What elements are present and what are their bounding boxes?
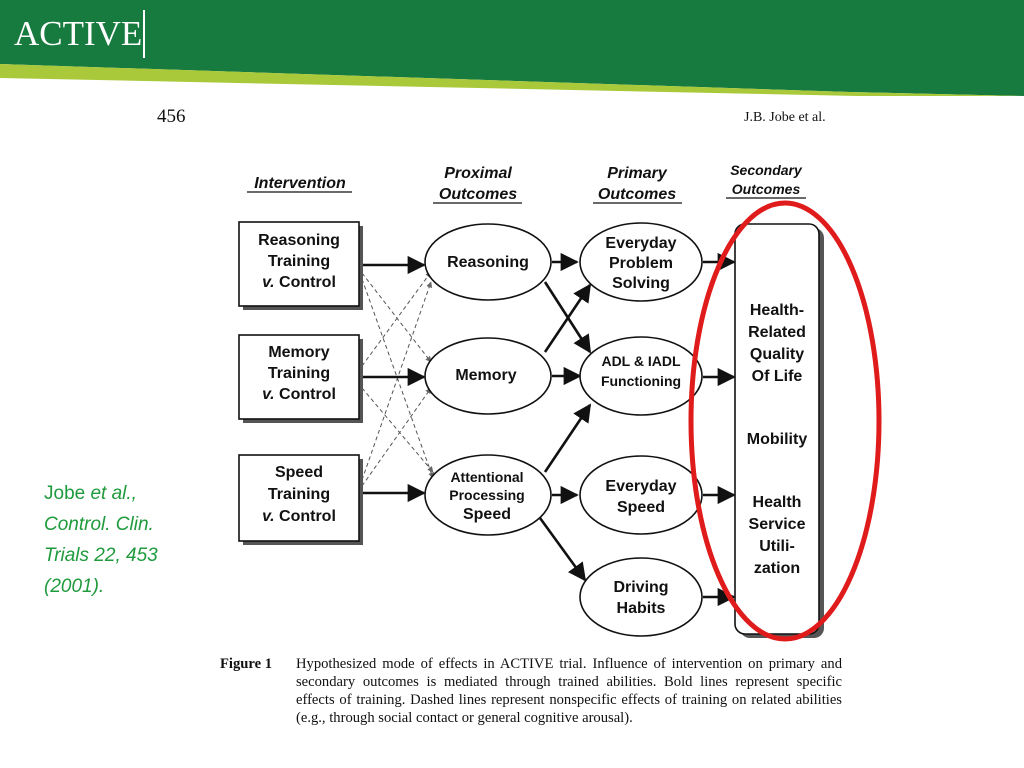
secondary-qol-line2: Related — [748, 324, 806, 341]
intervention-speed-line2: Training — [268, 486, 330, 503]
primary-adl-line2: Functioning — [601, 373, 681, 389]
citation-author: Jobe — [44, 483, 91, 504]
dashed-arrow-memory-to-speed — [361, 387, 434, 473]
secondary-outcomes-box: Health- Related Quality Of Life Mobility… — [734, 223, 824, 638]
secondary-qol-line4: Of Life — [752, 368, 803, 385]
proximal-speed-line2: Processing — [449, 487, 524, 503]
primary-problem-solving-line2: Problem — [609, 255, 673, 272]
secondary-qol-line1: Health- — [750, 302, 804, 319]
citation-line-1: Jobe et al., — [44, 478, 214, 509]
intervention-memory-line1: Memory — [268, 344, 329, 361]
proximal-speed-line1: Attentional — [450, 469, 523, 485]
red-highlight-ellipse — [688, 200, 882, 642]
dashed-arrow-speed-to-reasoning — [361, 281, 433, 481]
proximal-reasoning-node: Reasoning — [424, 223, 552, 301]
primary-adl-node: ADL & IADL Functioning — [579, 336, 703, 416]
primary-problem-solving-line1: Everyday — [605, 235, 676, 252]
secondary-mobility: Mobility — [747, 431, 808, 448]
header-proximal-2: Outcomes — [439, 186, 517, 203]
intervention-memory-line3: v. Control — [262, 386, 336, 403]
slide-header: ACTIVE — [0, 0, 1024, 116]
primary-problem-solving-line3: Solving — [612, 275, 670, 292]
primary-problem-solving-node: Everyday Problem Solving — [579, 222, 703, 302]
logo-divider — [143, 10, 145, 58]
header-band — [0, 0, 1024, 116]
figure-caption: Figure 1 Hypothesized mode of effects in… — [220, 655, 842, 727]
secondary-hsu-line4: zation — [754, 560, 800, 577]
arrow-speed-to-adl — [543, 403, 592, 473]
primary-adl-line1: ADL & IADL — [601, 353, 681, 369]
intervention-reasoning-line2: Training — [268, 253, 330, 270]
header-secondary-2: Outcomes — [732, 181, 801, 197]
proximal-memory-node: Memory — [424, 337, 552, 415]
secondary-qol-line3: Quality — [750, 346, 804, 363]
dashed-arrow-memory-to-reasoning — [361, 271, 432, 367]
primary-everyday-speed-line2: Speed — [617, 499, 665, 516]
arrow-memory-to-problem-solving — [543, 283, 592, 353]
intervention-reasoning-line3: v. Control — [262, 274, 336, 291]
secondary-hsu-line2: Service — [749, 516, 806, 533]
intervention-speed-line3: v. Control — [262, 508, 336, 525]
proximal-speed-line3: Speed — [463, 506, 511, 523]
header-secondary-1: Secondary — [730, 162, 803, 178]
intervention-speed-box: Speed Training v. Control — [238, 454, 363, 545]
figure-caption-text: Hypothesized mode of effects in ACTIVE t… — [296, 656, 842, 726]
page-number: 456 — [157, 106, 186, 127]
dashed-arrow-reasoning-to-memory — [361, 272, 432, 363]
citation: Jobe et al., Control. Clin. Trials 22, 4… — [44, 478, 214, 602]
figure-label: Figure 1 — [220, 656, 273, 672]
citation-line-4: (2001). — [44, 576, 105, 597]
arrow-speed-to-driving — [538, 517, 587, 582]
proximal-speed-node: Attentional Processing Speed — [424, 454, 552, 536]
header-proximal-1: Proximal — [444, 165, 512, 182]
header-light-green-swoosh — [0, 64, 1024, 116]
intervention-memory-line2: Training — [268, 365, 330, 382]
intervention-memory-box: Memory Training v. Control — [238, 334, 363, 423]
intervention-speed-line1: Speed — [275, 464, 323, 481]
intervention-reasoning-box: Reasoning Training v. Control — [238, 221, 363, 310]
primary-everyday-speed-node: Everyday Speed — [579, 455, 703, 535]
active-logo: ACTIVE — [14, 14, 143, 53]
header-primary-2: Outcomes — [598, 186, 676, 203]
citation-line-2: Control. Clin. — [44, 514, 154, 535]
primary-everyday-speed-line1: Everyday — [605, 478, 676, 495]
primary-driving-line2: Habits — [617, 600, 666, 617]
primary-driving-node: Driving Habits — [579, 557, 703, 637]
secondary-hsu-line1: Health — [753, 494, 802, 511]
proximal-memory-label: Memory — [455, 367, 516, 384]
proximal-reasoning-label: Reasoning — [447, 254, 529, 271]
primary-driving-line1: Driving — [613, 579, 668, 596]
header-intervention: Intervention — [254, 175, 346, 192]
header-primary-1: Primary — [607, 165, 668, 182]
running-head: J.B. Jobe et al. — [744, 110, 826, 125]
dashed-arrow-speed-to-memory — [361, 387, 432, 487]
header-dark-green — [0, 0, 1024, 96]
citation-line-3: Trials 22, 453 — [44, 545, 158, 566]
intervention-reasoning-line1: Reasoning — [258, 232, 340, 249]
secondary-hsu-line3: Utili- — [759, 538, 795, 555]
citation-et-al: et al., — [90, 483, 137, 504]
